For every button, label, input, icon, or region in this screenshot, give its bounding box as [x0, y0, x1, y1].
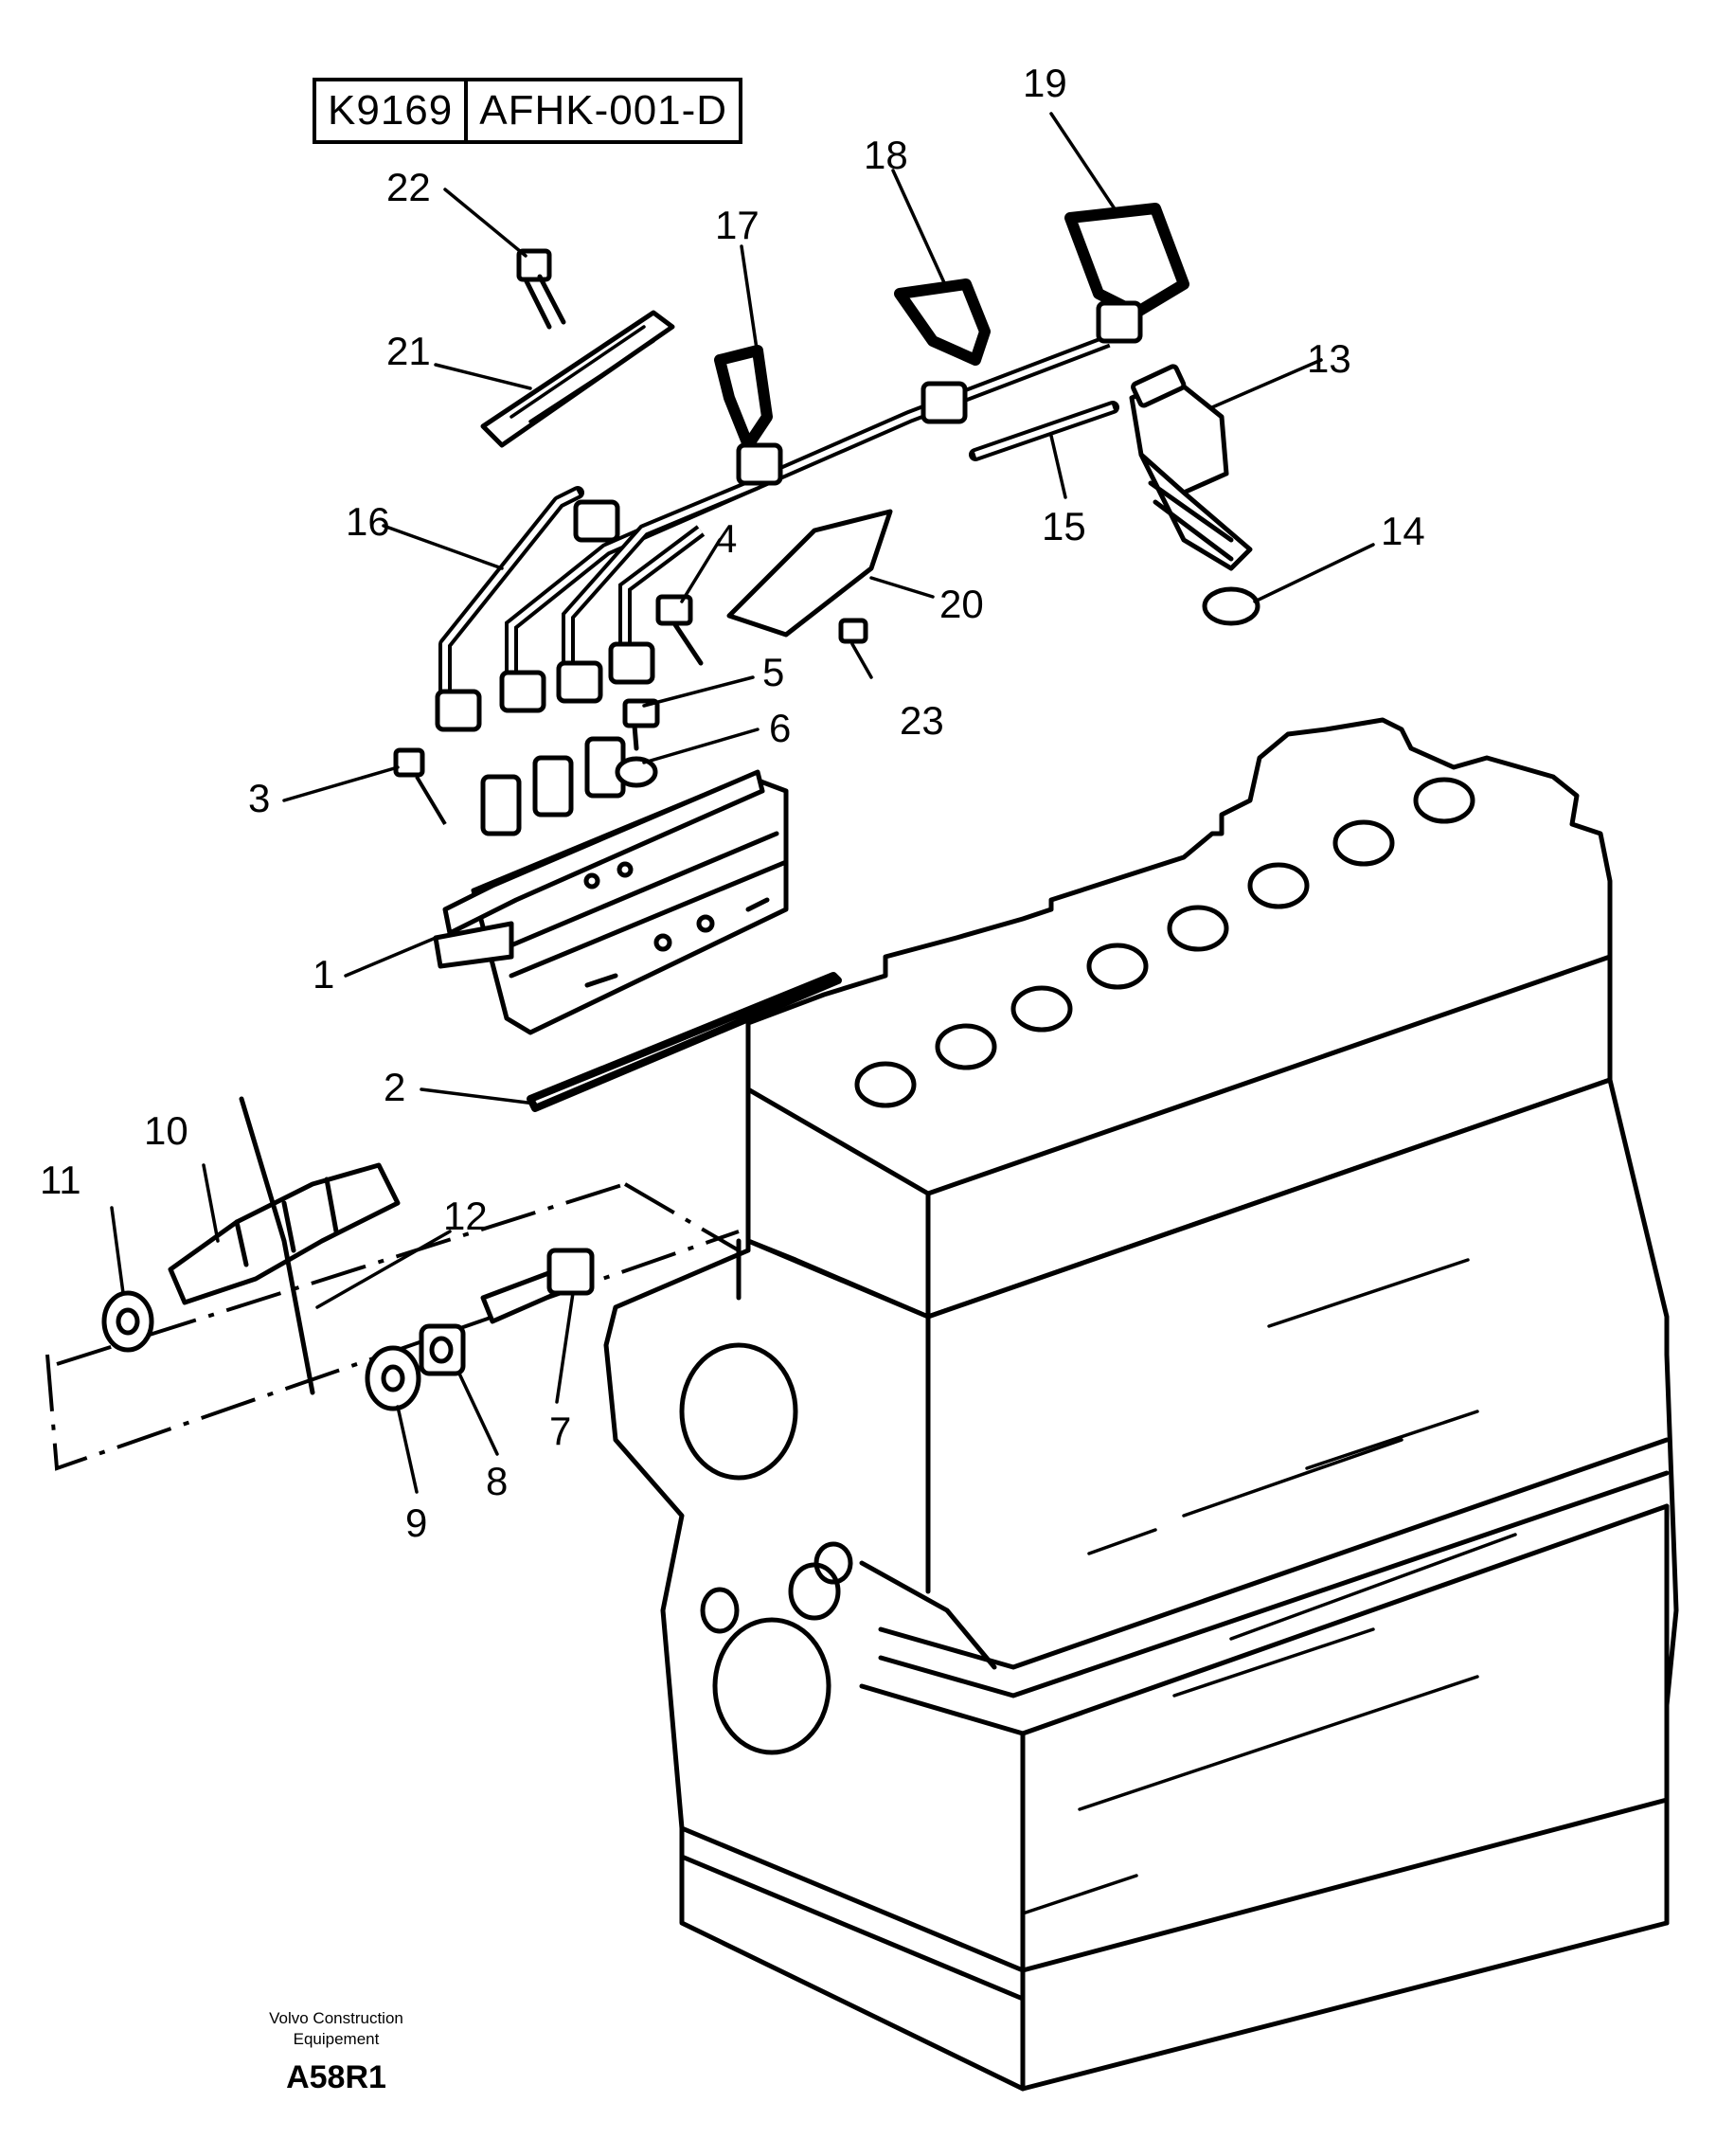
figure-code: A58R1 — [286, 2059, 386, 2095]
washer-6 — [615, 756, 658, 788]
callout-18: 18 — [864, 133, 908, 177]
callout-12: 12 — [443, 1194, 488, 1238]
callout-20: 20 — [939, 582, 984, 626]
leader-lines — [110, 112, 1375, 1494]
reference-box: K9169 AFHK-001-D — [313, 78, 743, 144]
callout-6: 6 — [769, 706, 791, 750]
callout-17: 17 — [715, 203, 760, 247]
callout-14: 14 — [1381, 509, 1425, 553]
front-fittings — [45, 1096, 741, 1471]
callout-4: 4 — [715, 516, 737, 561]
injector — [969, 364, 1260, 626]
nut-3 — [393, 747, 425, 778]
callout-22: 22 — [386, 165, 431, 209]
bolt-4 — [655, 594, 704, 666]
callout-labels: 1 2 3 4 5 6 7 8 9 10 11 12 13 14 15 16 1… — [40, 61, 1425, 1545]
nut-23 — [838, 618, 868, 644]
callout-7: 7 — [549, 1409, 571, 1453]
callout-16: 16 — [346, 499, 390, 544]
callout-11: 11 — [40, 1158, 81, 1202]
callout-5: 5 — [762, 650, 784, 694]
bracket-20 — [726, 509, 893, 638]
callout-23: 23 — [900, 698, 944, 743]
callout-8: 8 — [486, 1459, 508, 1503]
callout-21: 21 — [386, 329, 431, 373]
bolt-5 — [622, 698, 660, 728]
injection-pump — [433, 736, 789, 1035]
callout-15: 15 — [1042, 504, 1086, 548]
callout-13: 13 — [1307, 336, 1351, 381]
company-line-1: Volvo Construction — [269, 2009, 403, 2027]
drawing-number: AFHK-001-D — [464, 81, 739, 140]
washer-14 — [1202, 586, 1260, 626]
callout-9: 9 — [405, 1500, 427, 1545]
bolt-22 — [516, 248, 566, 330]
injector-pipes — [435, 203, 1189, 732]
pipe-clamp — [480, 310, 675, 448]
company-name: Volvo Construction Equipement — [227, 2008, 445, 2050]
callout-3: 3 — [248, 776, 270, 820]
callout-19: 19 — [1023, 61, 1067, 105]
engine-block — [603, 717, 1679, 2092]
reference-code: K9169 — [328, 87, 454, 134]
company-line-2: Equipement — [293, 2030, 380, 2048]
callout-2: 2 — [384, 1065, 405, 1109]
pump-gasket — [527, 972, 842, 1112]
callout-10: 10 — [144, 1108, 188, 1153]
callout-1: 1 — [313, 952, 334, 997]
